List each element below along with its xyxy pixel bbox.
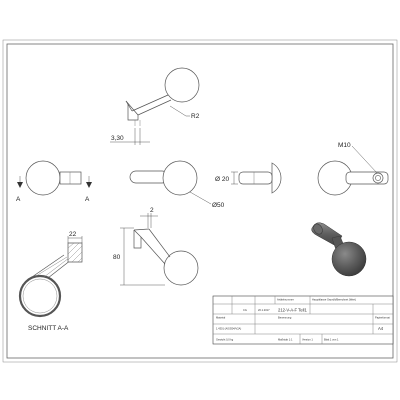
tb-col1-r2: Material — [216, 316, 226, 320]
end-view: M10 — [317, 142, 389, 196]
sheet-frame — [2, 39, 398, 363]
tb-weight: Gewicht 0,0 kg — [216, 338, 234, 342]
tb-material: 1.4301 (AISI304/V2A) — [216, 327, 241, 331]
tb-col3-r1: 20.1.2017 — [258, 308, 270, 312]
dia20-label: Ø 20 — [215, 176, 229, 183]
top-view: R2 3,30 — [110, 67, 200, 145]
front-view-left: A A — [16, 160, 92, 203]
title-block: Hauptklasse Geprüft/Berechnet (Wert) CG … — [212, 295, 394, 345]
tb-sheet: Blatt 1 von 1 — [324, 338, 339, 342]
dim80-label: 80 — [113, 254, 121, 261]
dim2-label: 2 — [150, 207, 154, 214]
tb-name-header: Benennung — [278, 316, 292, 320]
dim-3-30-label: 3,30 — [111, 135, 124, 142]
tb-col2-r1: CG — [243, 308, 247, 312]
section-label: SCHNITT A-A — [28, 325, 69, 332]
section-marker-a-left: A — [16, 196, 21, 203]
side-view: Ø50 — [129, 160, 225, 209]
tb-title: 212-V-A-F Teil1 — [278, 308, 307, 313]
section-view: 22 SCHNITT A-A — [18, 231, 83, 332]
isometric-view — [311, 222, 367, 277]
front-view-dimensioned: 2 80 — [113, 207, 199, 286]
tb-format-header: Papierformat — [375, 316, 390, 320]
tb-title-header: Artikelnummer — [277, 298, 294, 302]
section-marker-a-right: A — [85, 196, 90, 203]
tb-scale: Maßstab 1:1 — [278, 338, 293, 342]
tb-format: A4 — [378, 326, 384, 331]
dim22-label: 22 — [69, 231, 77, 238]
r2-label: R2 — [191, 113, 200, 120]
dia50-label: Ø50 — [212, 202, 225, 209]
tb-top-right-header: Hauptklasse Geprüft/Berechnet (Wert) — [312, 298, 356, 302]
tb-version: Version 1 — [302, 338, 313, 342]
side-view-right: Ø 20 — [215, 162, 282, 194]
m10-label: M10 — [338, 142, 351, 149]
